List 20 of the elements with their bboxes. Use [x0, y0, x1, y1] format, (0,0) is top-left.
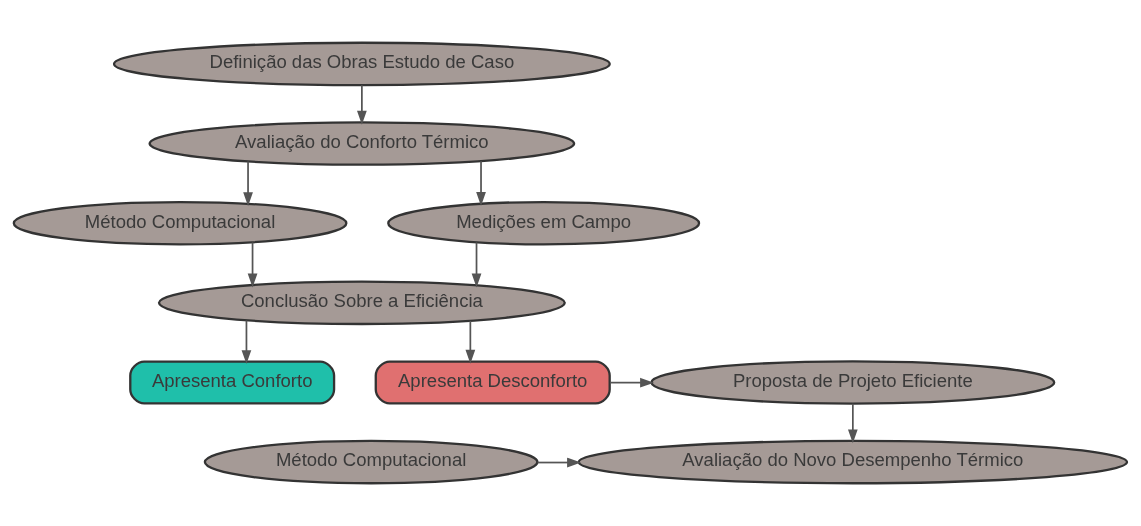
arrow: [476, 160, 486, 206]
node-ellipse: Método Computacional: [12, 200, 348, 246]
arrow: [471, 241, 482, 288]
node-ellipse: Definição das Obras Estudo de Caso: [112, 41, 611, 87]
arrow: [243, 160, 253, 207]
node-box: Apresenta Desconforto: [374, 360, 611, 405]
arrow: [465, 320, 476, 364]
arrow: [609, 377, 655, 388]
node-ellipse: Medições em Campo: [387, 200, 701, 246]
node-ellipse: Avaliação do Novo Desempenho Térmico: [577, 439, 1129, 485]
arrow: [357, 84, 367, 125]
node-ellipse: Método Computacional: [203, 439, 539, 485]
node-ellipse: Avaliação do Conforto Térmico: [148, 121, 576, 166]
arrow: [847, 402, 858, 444]
arrow: [241, 319, 252, 365]
node-box: Apresenta Conforto: [129, 360, 336, 405]
node-ellipse: Conclusão Sobre a Eficiência: [157, 280, 566, 326]
arrow: [247, 241, 258, 288]
node-ellipse: Proposta de Projeto Eficiente: [650, 360, 1056, 405]
arrow: [536, 457, 582, 468]
